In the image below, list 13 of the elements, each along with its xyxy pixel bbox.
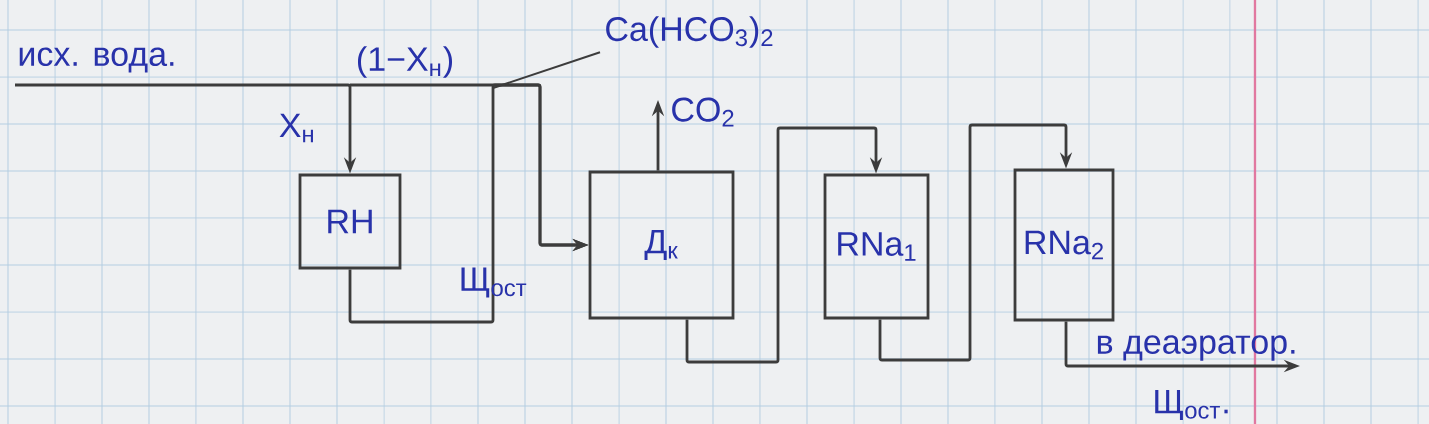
edge-label: X$_{н}$ [279, 113, 313, 143]
filter-box: RNa$_{1}$ [823, 173, 930, 320]
filter-box: RNa$_{2}$ [1013, 168, 1115, 322]
filter-box: RH [298, 173, 402, 270]
arrow [685, 126, 883, 364]
edge-label: (1−X$_{н}$) [358, 46, 452, 78]
label-text: исх. вода. [19, 47, 174, 73]
label-text: Щ$_{ост}$. [1155, 389, 1228, 421]
callout-text: Ca(HCO$_{3}$)$_{2}$ [606, 16, 773, 48]
arrow [878, 123, 1073, 362]
filter-box: Д$_{к}$ [588, 170, 735, 320]
edge-label: CO$_{2}$ [672, 97, 734, 127]
leader-line [492, 51, 601, 89]
